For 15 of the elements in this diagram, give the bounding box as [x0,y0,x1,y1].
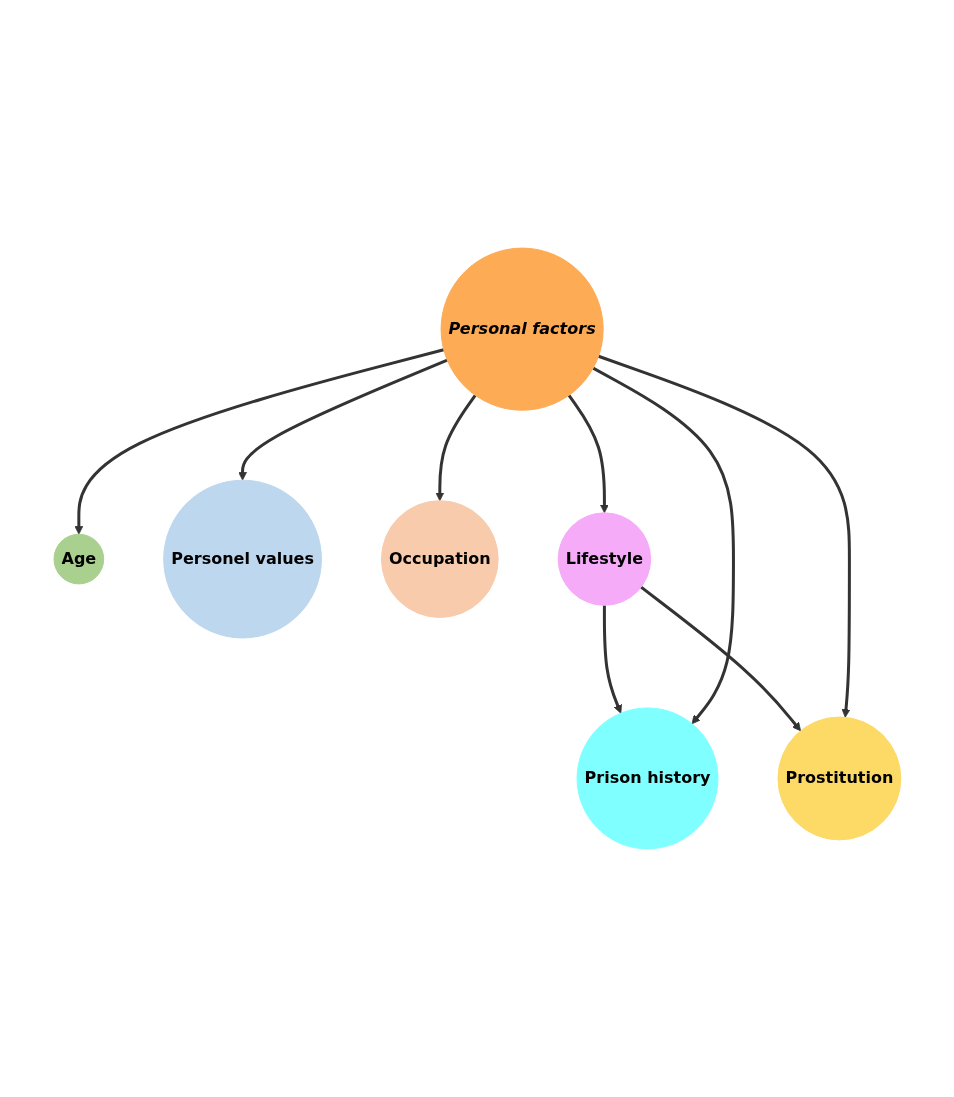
node-circle: Age [53,533,104,585]
node-circle: Prostitution [777,716,901,841]
arrow [639,585,801,732]
arrow [237,358,448,481]
node-circle: Personel values [162,479,322,639]
node-circle: Lifestyle [557,512,651,606]
arrow [597,354,851,718]
arrow [602,605,622,714]
node-circle: Occupation [380,500,499,618]
node-circle: Prison history [576,707,719,850]
arrow [567,394,609,514]
arrow [592,366,735,725]
arrow [74,348,444,535]
node-circle: Personal factors [440,247,604,411]
arrow [435,394,477,502]
